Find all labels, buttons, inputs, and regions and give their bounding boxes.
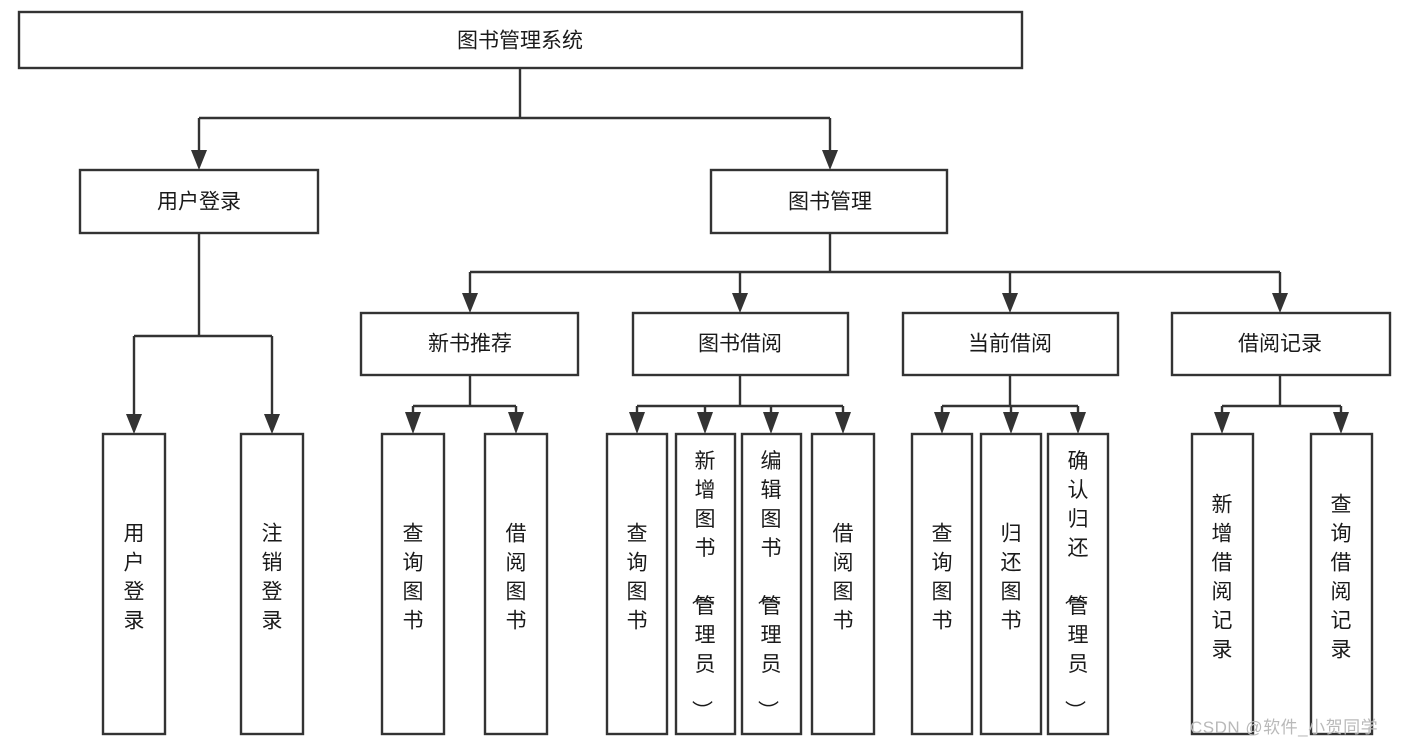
leaf-book-borrow-1-box[interactable] <box>605 432 669 736</box>
arrowhead-current-borrow-leaf-1 <box>934 412 950 434</box>
arrowhead-book-borrow-leaf-2 <box>697 412 713 434</box>
leaf-current-borrow-1-label: 查询图书 <box>932 523 953 633</box>
connector-layer <box>126 68 1349 434</box>
node-root[interactable]: 图书管理系统 <box>17 10 1024 70</box>
leaf-new-book-1-box[interactable] <box>380 432 446 736</box>
node-new-book-recommend-label: 新书推荐 <box>428 333 512 356</box>
node-book-manage-box[interactable] <box>709 168 949 235</box>
leaf-book-borrow-2[interactable]: 新增图书（管理员） <box>674 432 737 736</box>
arrowhead-book-borrow-leaf-4 <box>835 412 851 434</box>
arrowhead-user-login <box>191 150 207 170</box>
node-new-book-recommend[interactable]: 新书推荐 <box>359 311 580 377</box>
leaf-book-borrow-2-label: 新增图书（管理员） <box>690 450 716 721</box>
arrowhead-new-book <box>462 293 478 313</box>
arrowhead-book-borrow <box>732 293 748 313</box>
arrowhead-new-book-leaf-2 <box>508 412 524 434</box>
leaf-borrow-record-2-label: 查询借阅记录 <box>1331 494 1352 662</box>
leaf-book-borrow-4[interactable]: 借阅图书 <box>810 432 876 736</box>
node-current-borrow[interactable]: 当前借阅 <box>901 311 1120 377</box>
leaf-current-borrow-1[interactable]: 查询图书 <box>910 432 974 736</box>
node-user-login-label: 用户登录 <box>157 191 241 214</box>
node-book-borrow-box[interactable] <box>631 311 850 377</box>
node-book-borrow-label: 图书借阅 <box>698 333 782 356</box>
leaf-new-book-2[interactable]: 借阅图书 <box>483 432 549 736</box>
leaf-current-borrow-2-box[interactable] <box>979 432 1043 736</box>
arrowhead-user-login-leaf-1 <box>126 414 142 434</box>
node-new-book-recommend-box[interactable] <box>359 311 580 377</box>
arrowhead-user-login-leaf-2 <box>264 414 280 434</box>
leaf-user-login-1-label: 用户登录 <box>124 523 145 633</box>
leaf-book-borrow-4-box[interactable] <box>810 432 876 736</box>
node-book-borrow[interactable]: 图书借阅 <box>631 311 850 377</box>
arrowhead-borrow-record-leaf-2 <box>1333 412 1349 434</box>
node-user-login[interactable]: 用户登录 <box>78 168 320 235</box>
leaf-borrow-record-1[interactable]: 新增借阅记录 <box>1190 432 1255 736</box>
node-current-borrow-label: 当前借阅 <box>968 333 1052 356</box>
leaf-user-login-2-label: 注销登录 <box>262 523 283 633</box>
leaf-user-login-2[interactable]: 注销登录 <box>239 432 305 736</box>
leaf-borrow-record-2[interactable]: 查询借阅记录 <box>1309 432 1374 736</box>
leaf-borrow-record-2-box[interactable] <box>1309 432 1374 736</box>
arrowhead-book-borrow-leaf-1 <box>629 412 645 434</box>
arrowhead-borrow-record <box>1272 293 1288 313</box>
node-current-borrow-box[interactable] <box>901 311 1120 377</box>
arrowhead-book-borrow-leaf-3 <box>763 412 779 434</box>
leaf-user-login-1-box[interactable] <box>101 432 167 736</box>
leaf-current-borrow-3-label: 确认归还（管理员） <box>1063 450 1089 721</box>
node-user-login-box[interactable] <box>78 168 320 235</box>
leaf-new-book-1[interactable]: 查询图书 <box>380 432 446 736</box>
leaf-book-borrow-4-label: 借阅图书 <box>833 523 854 633</box>
arrowhead-new-book-leaf-1 <box>405 412 421 434</box>
arrowhead-borrow-record-leaf-1 <box>1214 412 1230 434</box>
leaf-new-book-2-box[interactable] <box>483 432 549 736</box>
leaf-current-borrow-3[interactable]: 确认归还（管理员） <box>1046 432 1110 736</box>
node-borrow-record-box[interactable] <box>1170 311 1392 377</box>
leaf-user-login-2-box[interactable] <box>239 432 305 736</box>
arrowhead-current-borrow-leaf-3 <box>1070 412 1086 434</box>
leaf-new-book-1-label: 查询图书 <box>403 523 424 633</box>
arrowhead-book-manage <box>822 150 838 170</box>
leaf-book-borrow-1[interactable]: 查询图书 <box>605 432 669 736</box>
node-root-box[interactable] <box>17 10 1024 70</box>
leaf-borrow-record-1-label: 新增借阅记录 <box>1212 494 1233 662</box>
leaf-borrow-record-1-box[interactable] <box>1190 432 1255 736</box>
leaf-current-borrow-3-box[interactable] <box>1046 432 1110 736</box>
node-borrow-record-label: 借阅记录 <box>1238 333 1322 356</box>
leaf-book-borrow-1-label: 查询图书 <box>627 523 648 633</box>
node-book-manage[interactable]: 图书管理 <box>709 168 949 235</box>
leaf-book-borrow-3-box[interactable] <box>740 432 803 736</box>
node-book-manage-label: 图书管理 <box>788 191 872 214</box>
arrowhead-current-borrow-leaf-2 <box>1003 412 1019 434</box>
node-root-label: 图书管理系统 <box>457 30 583 53</box>
leaf-current-borrow-2[interactable]: 归还图书 <box>979 432 1043 736</box>
leaf-book-borrow-2-box[interactable] <box>674 432 737 736</box>
leaf-current-borrow-1-box[interactable] <box>910 432 974 736</box>
node-borrow-record[interactable]: 借阅记录 <box>1170 311 1392 377</box>
leaf-user-login-1[interactable]: 用户登录 <box>101 432 167 736</box>
leaf-new-book-2-label: 借阅图书 <box>506 523 527 633</box>
leaf-book-borrow-3-label: 编辑图书（管理员） <box>756 450 782 721</box>
arrowhead-current-borrow <box>1002 293 1018 313</box>
leaf-book-borrow-3[interactable]: 编辑图书（管理员） <box>740 432 803 736</box>
leaf-current-borrow-2-label: 归还图书 <box>1001 523 1022 633</box>
